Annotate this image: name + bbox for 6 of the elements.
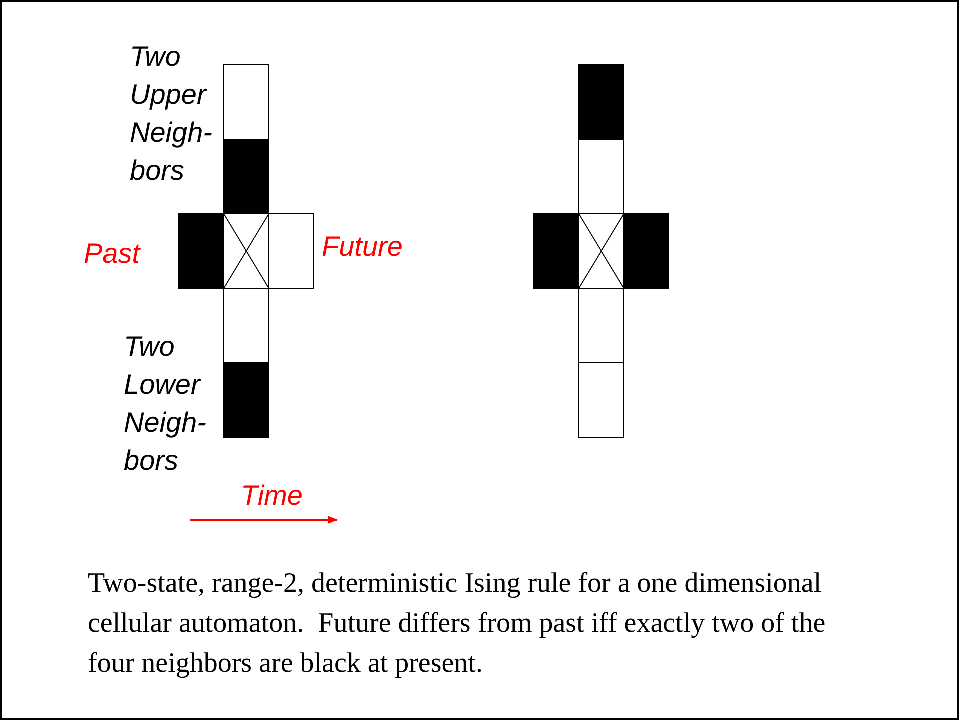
- future-label: Future: [322, 230, 403, 264]
- neighbor-label: Two Upper Neigh- bors: [130, 40, 214, 188]
- neighbor-label: Two Lower Neigh- bors: [124, 330, 208, 478]
- caption: Two-state, range-2, deterministic Ising rule for a one dimensional cellular automaton. Future differs from past iff exactly two of the four neighbors are black at present.: [88, 567, 827, 681]
- time-label: Time: [241, 479, 303, 513]
- past-label: Past: [84, 237, 140, 271]
